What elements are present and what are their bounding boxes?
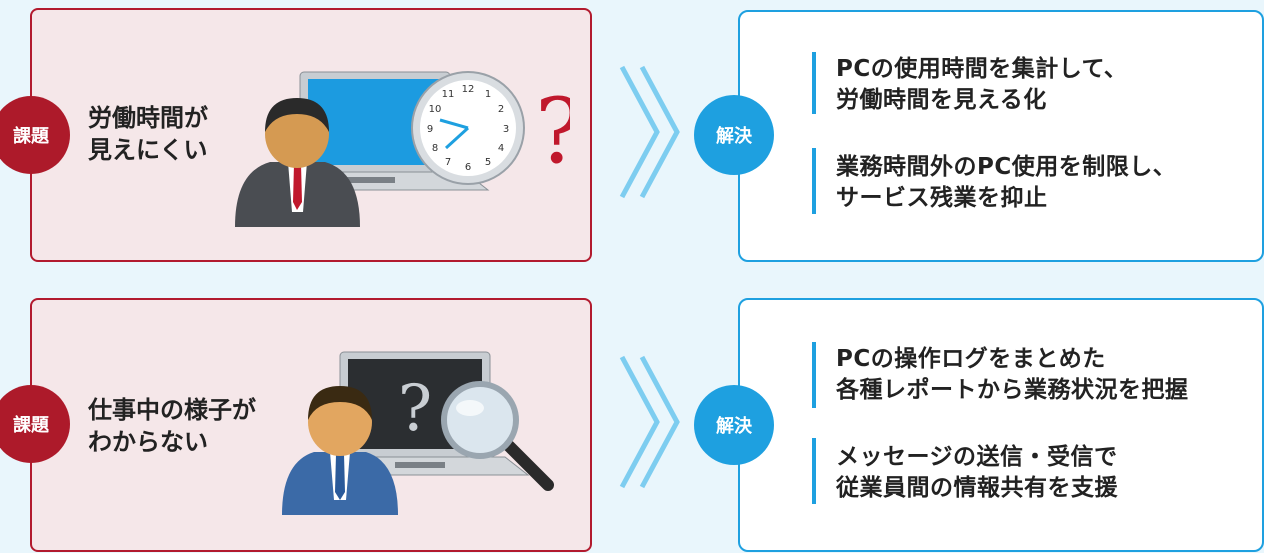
clock-12: 12	[462, 84, 475, 95]
clock-icon: 12 1 2 3 4 5 6 7 8 9 10 11	[411, 71, 525, 185]
arrow-chevron-1	[619, 65, 680, 199]
clock-6: 6	[465, 162, 471, 173]
clock-10: 10	[429, 104, 442, 115]
clock-1: 1	[485, 89, 491, 100]
clock-7: 7	[445, 157, 451, 168]
clock-9: 9	[427, 124, 433, 135]
clock-5: 5	[485, 157, 491, 168]
person-blue-suit-icon	[282, 386, 398, 515]
screen-question-mark: ?	[398, 372, 432, 446]
magnifier-icon	[441, 381, 554, 491]
solution-divider-1b	[812, 148, 816, 214]
solution-text-1b: 業務時間外のPC使用を制限し、 サービス残業を抑止	[836, 154, 1177, 211]
problem-text-1: 労働時間が 見えにくい	[88, 104, 208, 164]
solution-box-2	[738, 298, 1264, 552]
clock-2: 2	[498, 104, 504, 115]
clock-11: 11	[442, 89, 455, 100]
question-mark-icon: ?	[535, 79, 570, 184]
illustration-1: 12 1 2 3 4 5 6 7 8 9 10 11 ?	[235, 71, 570, 227]
solution-badge-1: 解決	[694, 95, 774, 175]
problem-badge-2: 課題	[0, 385, 70, 463]
person-gray-suit-icon	[235, 98, 360, 227]
clock-8: 8	[432, 143, 438, 154]
clock-4: 4	[498, 143, 504, 154]
clock-3: 3	[503, 124, 509, 135]
illustration-2: ?	[282, 351, 554, 515]
solution-badge-2: 解決	[694, 385, 774, 465]
solution-divider-2b	[812, 438, 816, 504]
problem-badge-1: 課題	[0, 96, 70, 174]
solution-divider-1a	[812, 52, 816, 114]
arrow-chevron-2	[619, 355, 680, 489]
solution-text-2b: メッセージの送信・受信で 従業員間の情報共有を支援	[836, 444, 1118, 501]
solution-text-2a: PCの操作ログをまとめた 各種レポートから業務状況を把握	[836, 346, 1189, 403]
solution-box-1	[738, 10, 1264, 262]
solution-divider-2a	[812, 342, 816, 408]
problem-text-2: 仕事中の様子が わからない	[88, 396, 256, 456]
solution-text-1a: PCの使用時間を集計して、 労働時間を見える化	[836, 56, 1128, 113]
